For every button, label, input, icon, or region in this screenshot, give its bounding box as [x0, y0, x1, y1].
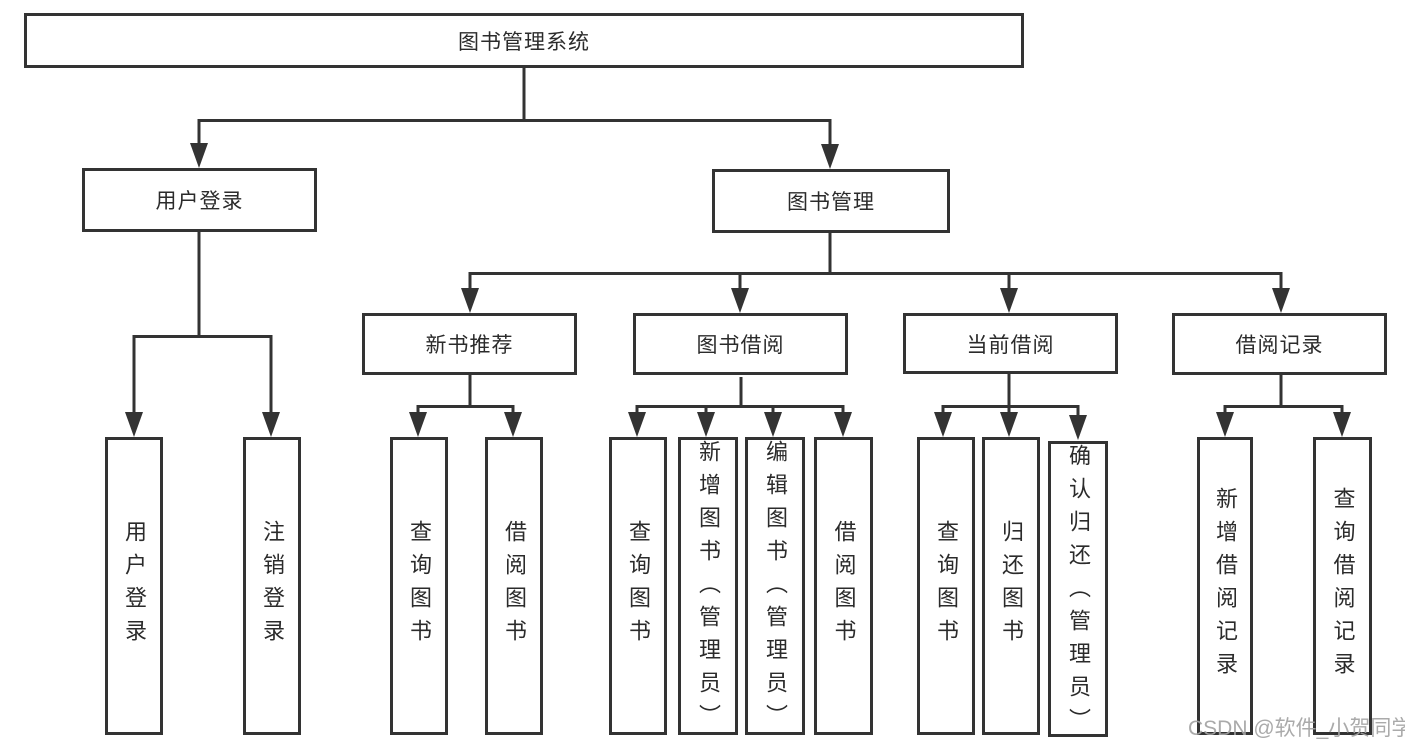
node-borrowing-records: 借阅记录	[1172, 313, 1387, 375]
node-new-book-recommend: 新书推荐	[362, 313, 577, 375]
leaf-label: 新增借阅记录	[1213, 487, 1238, 685]
leaf-label: 确认归还（管理员）	[1066, 444, 1091, 737]
connector-root-to-level1	[197, 68, 832, 151]
node-label: 当前借阅	[966, 333, 1055, 357]
leaf-label: 编辑图书（管理员）	[763, 440, 788, 735]
leaf-borrow-books-borrow: 借阅图书	[814, 437, 873, 735]
node-library-system: 图书管理系统	[24, 13, 1024, 68]
node-book-management: 图书管理	[712, 169, 950, 233]
leaf-label: 注销登录	[260, 520, 285, 652]
leaf-label: 查询图书	[407, 520, 432, 652]
node-label: 图书管理系统	[458, 30, 590, 54]
leaf-label: 借阅图书	[502, 520, 527, 652]
leaf-label: 借阅图书	[831, 520, 857, 652]
leaf-label: 查询图书	[934, 520, 959, 652]
leaf-label: 用户登录	[122, 520, 147, 652]
leaf-label: 新增图书（管理员）	[696, 440, 721, 735]
leaf-edit-book-admin: 编辑图书（管理员）	[745, 437, 805, 735]
connector-borrow-to-leaves	[635, 377, 845, 418]
node-label: 新书推荐	[425, 334, 514, 357]
leaf-query-books-recommend: 查询图书	[390, 437, 448, 735]
leaf-borrow-books-recommend: 借阅图书	[485, 437, 543, 735]
node-label: 图书管理	[787, 191, 875, 214]
connector-login-to-leaves	[132, 232, 273, 420]
leaf-confirm-return-admin: 确认归还（管理员）	[1048, 441, 1108, 737]
leaf-query-books-borrow: 查询图书	[609, 437, 667, 735]
connector-recommend-to-leaves	[416, 375, 515, 418]
node-book-borrowing: 图书借阅	[633, 313, 848, 375]
connector-mgmt-to-level2	[468, 233, 1283, 295]
leaf-label: 查询借阅记录	[1330, 487, 1356, 685]
node-label: 借阅记录	[1235, 334, 1324, 357]
csdn-watermark: CSDN @软件_小贺同学	[1188, 717, 1405, 740]
leaf-user-login: 用户登录	[105, 437, 163, 735]
leaf-query-books-current: 查询图书	[917, 437, 975, 735]
leaf-label: 归还图书	[999, 520, 1024, 652]
node-label: 用户登录	[155, 190, 244, 213]
node-current-borrowing: 当前借阅	[903, 313, 1118, 374]
arrowhead-icons	[125, 143, 1351, 440]
leaf-logout: 注销登录	[243, 437, 301, 735]
node-user-login: 用户登录	[82, 168, 317, 232]
node-label: 图书借阅	[696, 334, 785, 357]
leaf-add-borrow-record: 新增借阅记录	[1197, 437, 1253, 735]
connector-current-to-leaves	[941, 374, 1080, 420]
leaf-query-borrow-record: 查询借阅记录	[1313, 437, 1372, 735]
leaf-label: 查询图书	[626, 520, 651, 652]
leaf-return-books: 归还图书	[982, 437, 1040, 735]
leaf-add-book-admin: 新增图书（管理员）	[678, 437, 738, 735]
connector-records-to-leaves	[1223, 375, 1344, 418]
